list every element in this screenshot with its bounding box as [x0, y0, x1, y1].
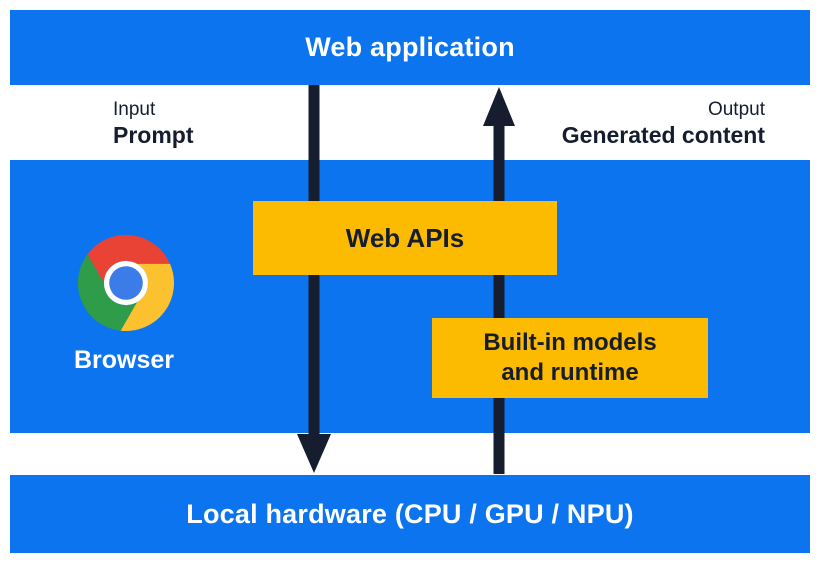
output-annotation: Output Generated content [562, 98, 765, 149]
input-annotation: Input Prompt [113, 98, 194, 149]
input-caption: Input [113, 99, 156, 120]
local-hardware-bar: Local hardware (CPU / GPU / NPU) [10, 475, 810, 553]
builtin-models-label-line2: and runtime [501, 359, 639, 386]
web-apis-label: Web APIs [345, 222, 465, 253]
chrome-browser-icon [78, 235, 174, 331]
web-application-bar: Web application [10, 10, 810, 85]
prompt-label: Prompt [113, 122, 194, 148]
builtin-models-box: Built-in models and runtime [432, 318, 708, 398]
local-hardware-label: Local hardware (CPU / GPU / NPU) [186, 498, 634, 529]
output-caption: Output [707, 99, 765, 120]
chrome-blue-center [109, 266, 143, 300]
browser-label: Browser [73, 346, 175, 374]
builtin-models-label-line1: Built-in models [483, 329, 657, 356]
chrome-green-segment [78, 254, 138, 331]
web-application-label: Web application [305, 32, 515, 62]
chrome-red-segment [87, 235, 171, 283]
generated-content-label: Generated content [561, 122, 765, 148]
chrome-yellow-segment [120, 263, 174, 331]
web-apis-box: Web APIs [253, 201, 557, 275]
